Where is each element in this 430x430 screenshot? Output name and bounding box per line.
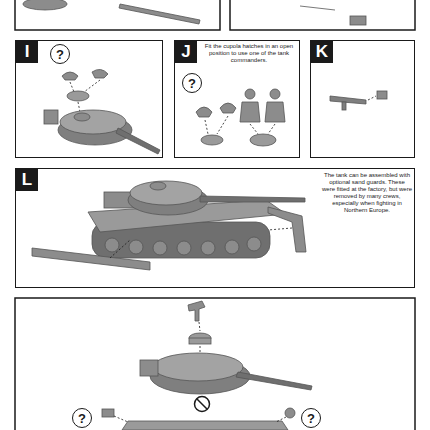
illustration-part xyxy=(200,196,305,202)
illustration-part xyxy=(217,116,228,134)
illustration-part xyxy=(368,96,376,100)
illustration-part xyxy=(201,135,223,145)
illustration-part xyxy=(268,124,275,134)
illustration-part xyxy=(270,89,280,99)
illustration-part xyxy=(268,207,306,252)
illustration-part xyxy=(250,134,276,146)
illustration-part xyxy=(67,91,89,101)
illustration-part xyxy=(201,241,215,255)
illustration-part xyxy=(230,0,415,30)
optional-part-marker: ? xyxy=(72,408,92,428)
top-partial-parts xyxy=(23,0,366,25)
illustration-part xyxy=(119,4,200,24)
step-panel: K xyxy=(310,40,415,158)
illustration-part xyxy=(15,298,415,430)
illustration-part xyxy=(177,241,191,255)
illustration-part xyxy=(110,240,130,258)
illustration-part xyxy=(199,322,200,331)
illustration-part xyxy=(285,408,295,418)
illustration-part xyxy=(188,301,205,321)
optional-part-marker: ? xyxy=(182,73,202,93)
illustration-part xyxy=(60,110,126,134)
illustration-part xyxy=(265,102,285,122)
illustration-part xyxy=(92,69,108,78)
panel-j-parts xyxy=(196,89,285,146)
illustration-part xyxy=(62,72,78,80)
illustration-part xyxy=(84,80,100,92)
illustration-part xyxy=(44,110,58,124)
illustration-part xyxy=(189,333,211,343)
illustration-part xyxy=(236,372,312,390)
instruction-note: Fit the cupola hatches in an open positi… xyxy=(201,43,297,64)
question-mark: ? xyxy=(78,412,86,425)
top-partial-panels xyxy=(15,0,415,30)
bottom-panel-parts xyxy=(102,301,312,430)
illustration-part xyxy=(105,237,261,255)
illustration-part xyxy=(122,421,288,430)
illustration-part xyxy=(102,409,114,417)
step-panel: L The tank can be assembled with optional… xyxy=(15,168,415,288)
illustration-part xyxy=(220,103,236,113)
illustration-part xyxy=(153,353,243,381)
illustration-part xyxy=(23,0,67,10)
bottom-panel xyxy=(15,298,415,430)
question-mark: ? xyxy=(307,412,315,425)
illustration-part xyxy=(32,248,150,270)
step-panel: I? xyxy=(15,40,163,158)
illustration-part xyxy=(197,399,207,409)
illustration-part xyxy=(195,397,210,412)
illustration-part xyxy=(15,0,220,30)
illustration-part xyxy=(276,417,286,422)
question-mark: ? xyxy=(56,48,64,61)
illustration-part xyxy=(247,237,261,251)
illustration-part xyxy=(225,240,239,254)
illustration-part xyxy=(153,241,167,255)
illustration-part xyxy=(377,91,387,99)
illustration-part xyxy=(114,416,128,422)
illustration-part xyxy=(78,102,80,112)
illustration-part xyxy=(330,96,366,104)
illustration-part xyxy=(150,182,166,190)
panel-i-parts xyxy=(44,69,160,154)
illustration-part xyxy=(250,124,258,134)
instruction-note: The tank can be assembled with optional … xyxy=(322,172,412,214)
illustration-part xyxy=(105,238,119,252)
illustration-part xyxy=(205,120,208,134)
illustration-part xyxy=(70,82,74,92)
panel-l-tank xyxy=(32,181,306,270)
step-panel: JFit the cupola hatches in an open posit… xyxy=(174,40,300,158)
illustration-part xyxy=(300,6,335,10)
illustration-part xyxy=(130,181,202,205)
step-letter: K xyxy=(311,41,333,63)
illustration-part xyxy=(74,113,90,121)
illustration-part xyxy=(129,240,143,254)
optional-part-marker: ? xyxy=(301,408,321,428)
illustration-part xyxy=(350,16,366,25)
illustration-part xyxy=(342,102,346,110)
step-letter: L xyxy=(16,169,38,191)
step-letter: I xyxy=(16,41,38,63)
illustration-part xyxy=(116,128,160,154)
illustration-part xyxy=(189,338,211,344)
illustration-part xyxy=(140,360,158,376)
step-letter: J xyxy=(175,41,197,63)
illustration-part xyxy=(268,228,292,230)
panel-k-parts xyxy=(330,91,387,110)
question-mark: ? xyxy=(188,77,196,90)
illustration-part xyxy=(245,89,255,99)
illustration-part xyxy=(196,107,212,117)
optional-part-marker: ? xyxy=(50,44,70,64)
illustration-part xyxy=(240,102,260,122)
